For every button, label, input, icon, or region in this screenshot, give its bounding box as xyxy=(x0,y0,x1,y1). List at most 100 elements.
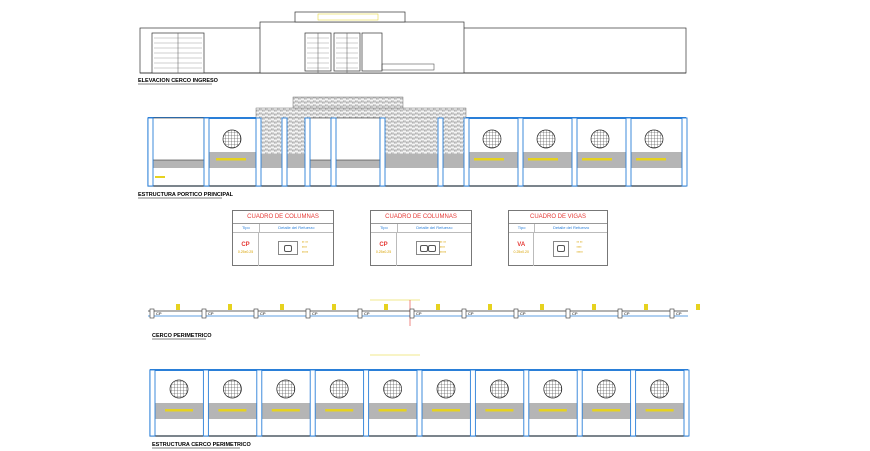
table-col-detail: Detalle del Refuerzo xyxy=(416,225,453,230)
plan-column-tag: CP xyxy=(468,311,474,316)
plan-column-tag: CP xyxy=(572,311,578,316)
structural-column xyxy=(416,369,423,437)
table-title: CUADRO DE COLUMNAS xyxy=(233,211,333,224)
circular-vent xyxy=(223,379,242,399)
circular-vent xyxy=(222,129,242,149)
beam-marker xyxy=(474,158,504,161)
table-code-size: 0.25x0.25 xyxy=(375,250,392,254)
beam-marker xyxy=(592,409,621,412)
structural-column xyxy=(517,117,524,187)
table-code: CP xyxy=(241,242,250,248)
entrance-elevation xyxy=(139,11,687,74)
circular-vent xyxy=(276,379,296,399)
beam-marker xyxy=(636,158,666,161)
structural-column xyxy=(309,369,316,437)
circular-vent xyxy=(644,129,664,149)
dimension-marker xyxy=(644,304,648,310)
table-title: CUADRO DE COLUMNAS xyxy=(371,211,471,224)
structural-column xyxy=(523,369,530,437)
dimension-marker xyxy=(540,304,544,310)
structural-column xyxy=(363,369,370,437)
plan-column xyxy=(617,308,623,319)
label-perimeter-structure: ESTRUCTURA CERCO PERIMETRICO xyxy=(152,442,252,448)
plan-column xyxy=(149,308,155,319)
label-main-portico: ESTRUCTURA PORTICO PRINCIPAL xyxy=(138,192,234,198)
plan-column xyxy=(513,308,519,319)
label-elevation: ELEVACION CERCO INGRESO xyxy=(138,78,219,84)
structural-column xyxy=(463,117,470,187)
structural-column xyxy=(255,117,262,187)
reinforcement-detail: ▪▪ ▪▪▪▪▪▪▪▪▪▪▪ xyxy=(259,233,333,266)
beam-marker xyxy=(582,158,612,161)
plan-column xyxy=(565,308,571,319)
beam-marker xyxy=(271,409,300,412)
table-col-detail: Detalle del Refuerzo xyxy=(552,225,590,230)
structural-column xyxy=(379,117,386,187)
plan-column-tag: CP xyxy=(156,311,162,316)
plan-column xyxy=(201,308,207,319)
circular-vent xyxy=(482,129,502,149)
beam-marker xyxy=(645,409,674,412)
structural-column xyxy=(571,117,578,187)
table-col-type: Tipo xyxy=(233,224,260,232)
plan-column-tag: CP xyxy=(260,311,266,316)
dimension-marker xyxy=(332,304,336,310)
structural-column xyxy=(281,117,288,187)
circular-vent xyxy=(169,379,189,399)
structural-column xyxy=(149,369,156,437)
table-title: CUADRO DE VIGAS xyxy=(509,211,607,224)
circular-vent xyxy=(596,379,616,399)
circular-vent xyxy=(590,129,610,149)
table-col-detail: Detalle del Refuerzo xyxy=(278,225,315,230)
dimension-marker xyxy=(488,304,492,310)
structural-column xyxy=(437,117,444,187)
structural-column xyxy=(256,369,263,437)
circular-vent xyxy=(490,379,509,399)
plan-column-tag: CP xyxy=(624,311,630,316)
beam-marker xyxy=(485,409,514,412)
beam-marker xyxy=(155,176,165,178)
circular-vent xyxy=(436,379,456,399)
structural-column xyxy=(630,369,637,437)
beam-marker xyxy=(216,158,246,161)
dimension-marker xyxy=(280,304,284,310)
reinforcement-detail: ▪▪ ▪▪▪▪▪▪▪▪▪▪▪ xyxy=(534,233,607,266)
structural-column xyxy=(469,369,476,437)
reinforcement-detail: ▪▪ ▪▪▪▪▪▪▪▪▪▪▪ xyxy=(397,233,471,266)
beam-marker xyxy=(165,409,193,412)
table-col-type: Tipo xyxy=(371,224,398,232)
plan-column xyxy=(461,308,467,319)
plan-column xyxy=(357,308,363,319)
beams-table: CUADRO DE VIGAS Tipo Detalle del Refuerz… xyxy=(508,210,608,266)
beam-marker xyxy=(528,158,558,161)
structural-column xyxy=(202,369,209,437)
structural-column xyxy=(576,369,583,437)
table-code: VA xyxy=(517,242,526,248)
circular-vent xyxy=(543,379,563,399)
circular-vent xyxy=(383,379,402,399)
plan-column xyxy=(669,308,675,319)
table-code-size: 0.25x0.20 xyxy=(513,250,529,254)
columns-table-1: CUADRO DE COLUMNAS Tipo Detalle del Refu… xyxy=(232,210,334,266)
structural-column xyxy=(147,117,154,187)
beam-marker xyxy=(538,409,567,412)
structural-column xyxy=(681,117,688,187)
label-perimeter-plan: CERCO PERIMETRICO xyxy=(152,333,212,339)
dimension-marker xyxy=(696,304,700,310)
beam-marker xyxy=(432,409,460,412)
circular-vent xyxy=(650,379,669,399)
dimension-marker xyxy=(592,304,596,310)
plan-column xyxy=(253,308,259,319)
circular-vent xyxy=(536,129,556,149)
table-code-size: 0.25x0.25 xyxy=(237,250,254,254)
plan-column-tag: CP xyxy=(208,311,214,316)
structural-column xyxy=(203,117,210,187)
dimension-marker xyxy=(176,304,180,310)
dimension-marker xyxy=(384,304,388,310)
plan-column-tag: CP xyxy=(416,311,422,316)
beam-marker xyxy=(218,409,247,412)
plan-column-tag: CP xyxy=(312,311,318,316)
plan-column-tag: CP xyxy=(676,311,682,316)
structural-column xyxy=(304,117,311,187)
